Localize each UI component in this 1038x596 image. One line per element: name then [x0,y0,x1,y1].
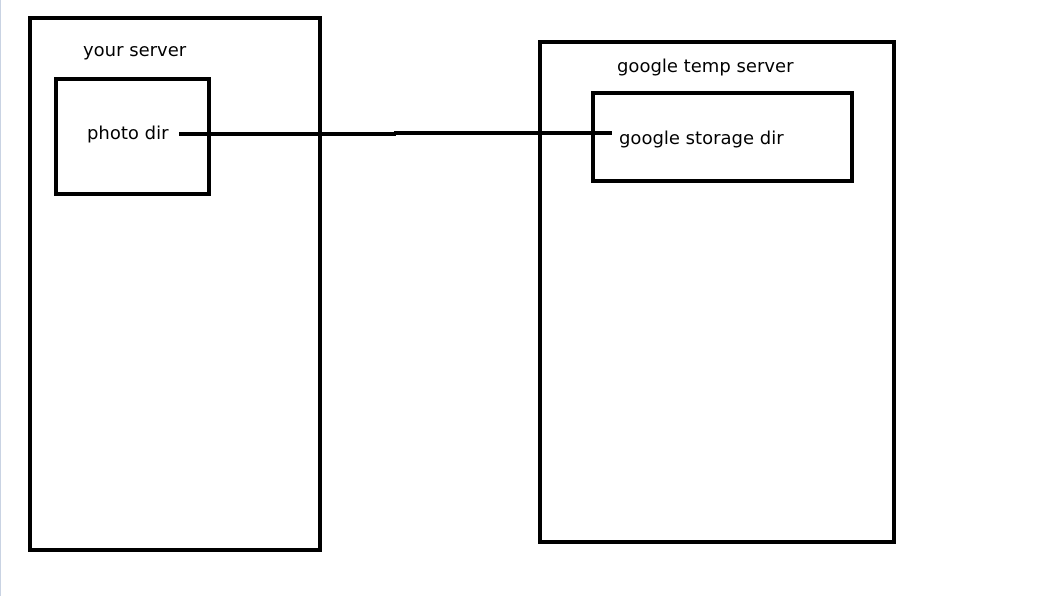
google-temp-server-label: google temp server [617,56,794,77]
google-storage-dir-box [591,91,854,183]
connection-line-segment [394,131,612,135]
photo-dir-label: photo dir [87,123,169,144]
google-storage-dir-label: google storage dir [619,128,784,149]
photo-dir-box [54,77,211,196]
google-temp-server-box [538,40,896,544]
your-server-label: your server [83,40,187,61]
your-server-box [28,16,322,552]
connection-line [179,132,396,136]
